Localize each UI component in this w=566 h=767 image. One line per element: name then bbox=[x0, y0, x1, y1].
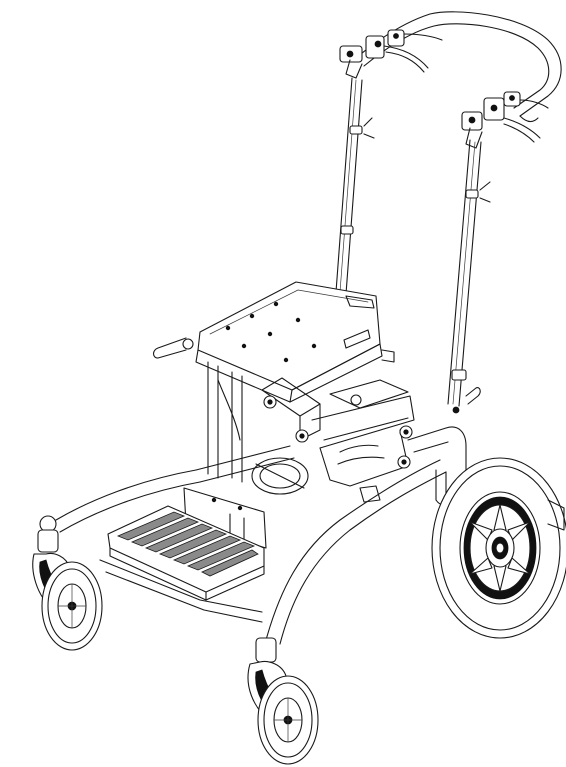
seat-plate bbox=[152, 281, 395, 403]
brake-levers bbox=[339, 29, 549, 149]
upright-posts bbox=[335, 77, 491, 414]
base-frame bbox=[39, 426, 467, 645]
push-handle bbox=[355, 11, 562, 123]
front-caster-right bbox=[247, 637, 319, 765]
rear-wheel bbox=[431, 457, 566, 639]
footplate bbox=[107, 505, 265, 601]
front-caster-left bbox=[32, 529, 103, 651]
seat-mechanism bbox=[207, 361, 415, 503]
